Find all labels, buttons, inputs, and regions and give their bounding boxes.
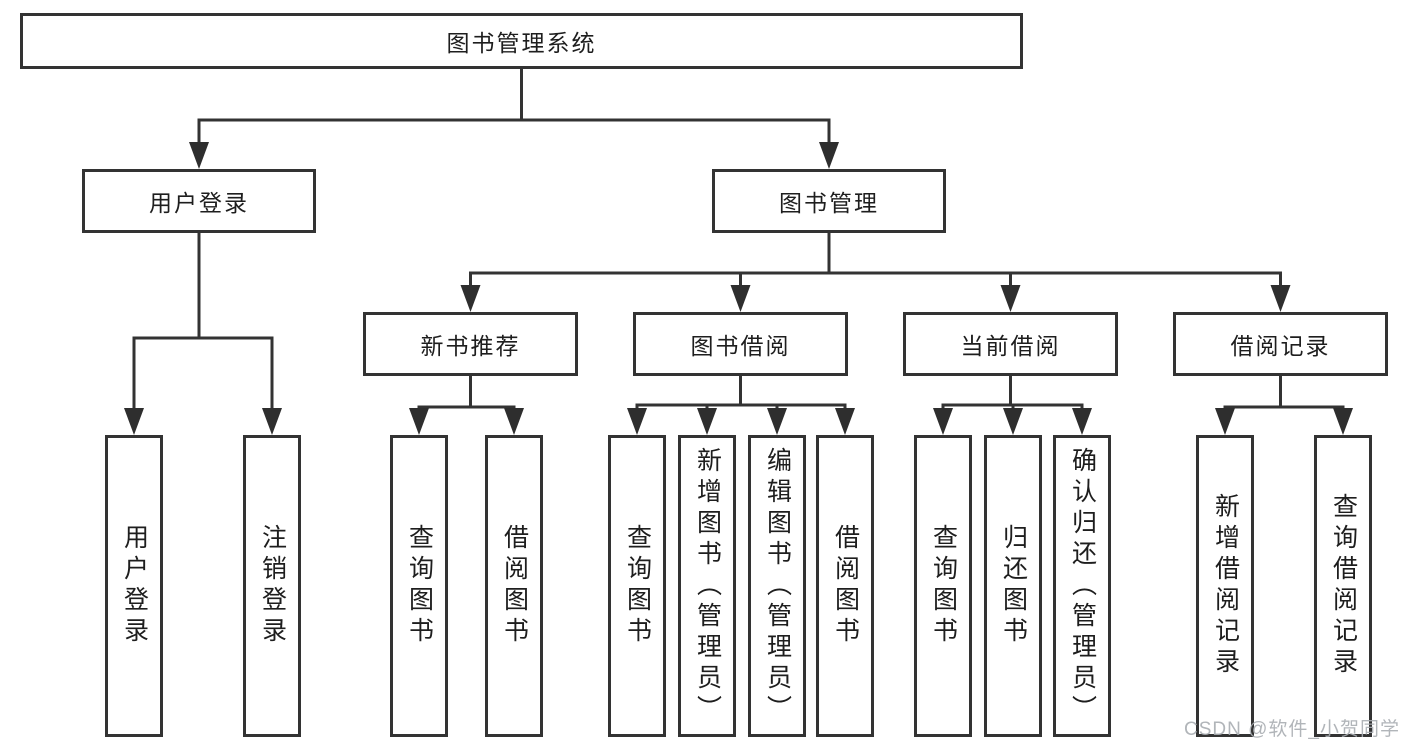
- leaf-add-book-admin: 新增图书（管理员）: [678, 435, 736, 737]
- leaf-query-borrow-record: 查询借阅记录: [1314, 435, 1372, 737]
- leaf-borrow-books-recommend: 借阅图书: [485, 435, 543, 737]
- csdn-watermark: CSDN @软件_小贺同学: [1184, 719, 1400, 740]
- node-label: 查询图书: [405, 524, 434, 648]
- leaf-confirm-return-admin: 确认归还（管理员）: [1053, 435, 1111, 737]
- node-label: 用户登录: [120, 524, 149, 648]
- node-label: 归还图书: [999, 524, 1028, 648]
- node-label: 图书管理系统: [446, 30, 597, 56]
- leaf-add-borrow-record: 新增借阅记录: [1196, 435, 1254, 737]
- node-book-management: 图书管理: [712, 169, 946, 233]
- node-label: 借阅记录: [1230, 333, 1331, 359]
- node-book-borrow: 图书借阅: [633, 312, 848, 376]
- leaf-query-books-borrow: 查询图书: [608, 435, 666, 737]
- node-label: 确认归还（管理员）: [1068, 446, 1097, 726]
- leaf-logout: 注销登录: [243, 435, 301, 737]
- node-label: 图书管理: [779, 190, 879, 216]
- node-label: 借阅图书: [500, 524, 529, 648]
- leaf-user-login: 用户登录: [105, 435, 163, 737]
- node-new-book-recommend: 新书推荐: [363, 312, 578, 376]
- leaf-query-books-recommend: 查询图书: [390, 435, 448, 737]
- node-current-borrow: 当前借阅: [903, 312, 1118, 376]
- node-label: 查询借阅记录: [1329, 493, 1358, 679]
- leaf-return-book: 归还图书: [984, 435, 1042, 737]
- node-label: 查询图书: [623, 524, 652, 648]
- node-label: 用户登录: [149, 190, 249, 216]
- node-label: 新增图书（管理员）: [693, 446, 722, 726]
- node-label: 图书借阅: [690, 333, 791, 359]
- connector-arrowheads: [124, 142, 1353, 435]
- leaf-edit-book-admin: 编辑图书（管理员）: [748, 435, 806, 737]
- node-label: 借阅图书: [831, 524, 860, 648]
- node-label: 编辑图书（管理员）: [763, 446, 792, 726]
- node-borrow-records: 借阅记录: [1173, 312, 1388, 376]
- node-label: 新书推荐: [420, 333, 521, 359]
- node-label: 新增借阅记录: [1211, 493, 1240, 679]
- node-root-library-system: 图书管理系统: [20, 13, 1023, 69]
- node-user-login: 用户登录: [82, 169, 316, 233]
- node-label: 查询图书: [929, 524, 958, 648]
- leaf-query-books-current: 查询图书: [914, 435, 972, 737]
- leaf-borrow-books: 借阅图书: [816, 435, 874, 737]
- node-label: 当前借阅: [960, 333, 1061, 359]
- node-label: 注销登录: [258, 524, 287, 648]
